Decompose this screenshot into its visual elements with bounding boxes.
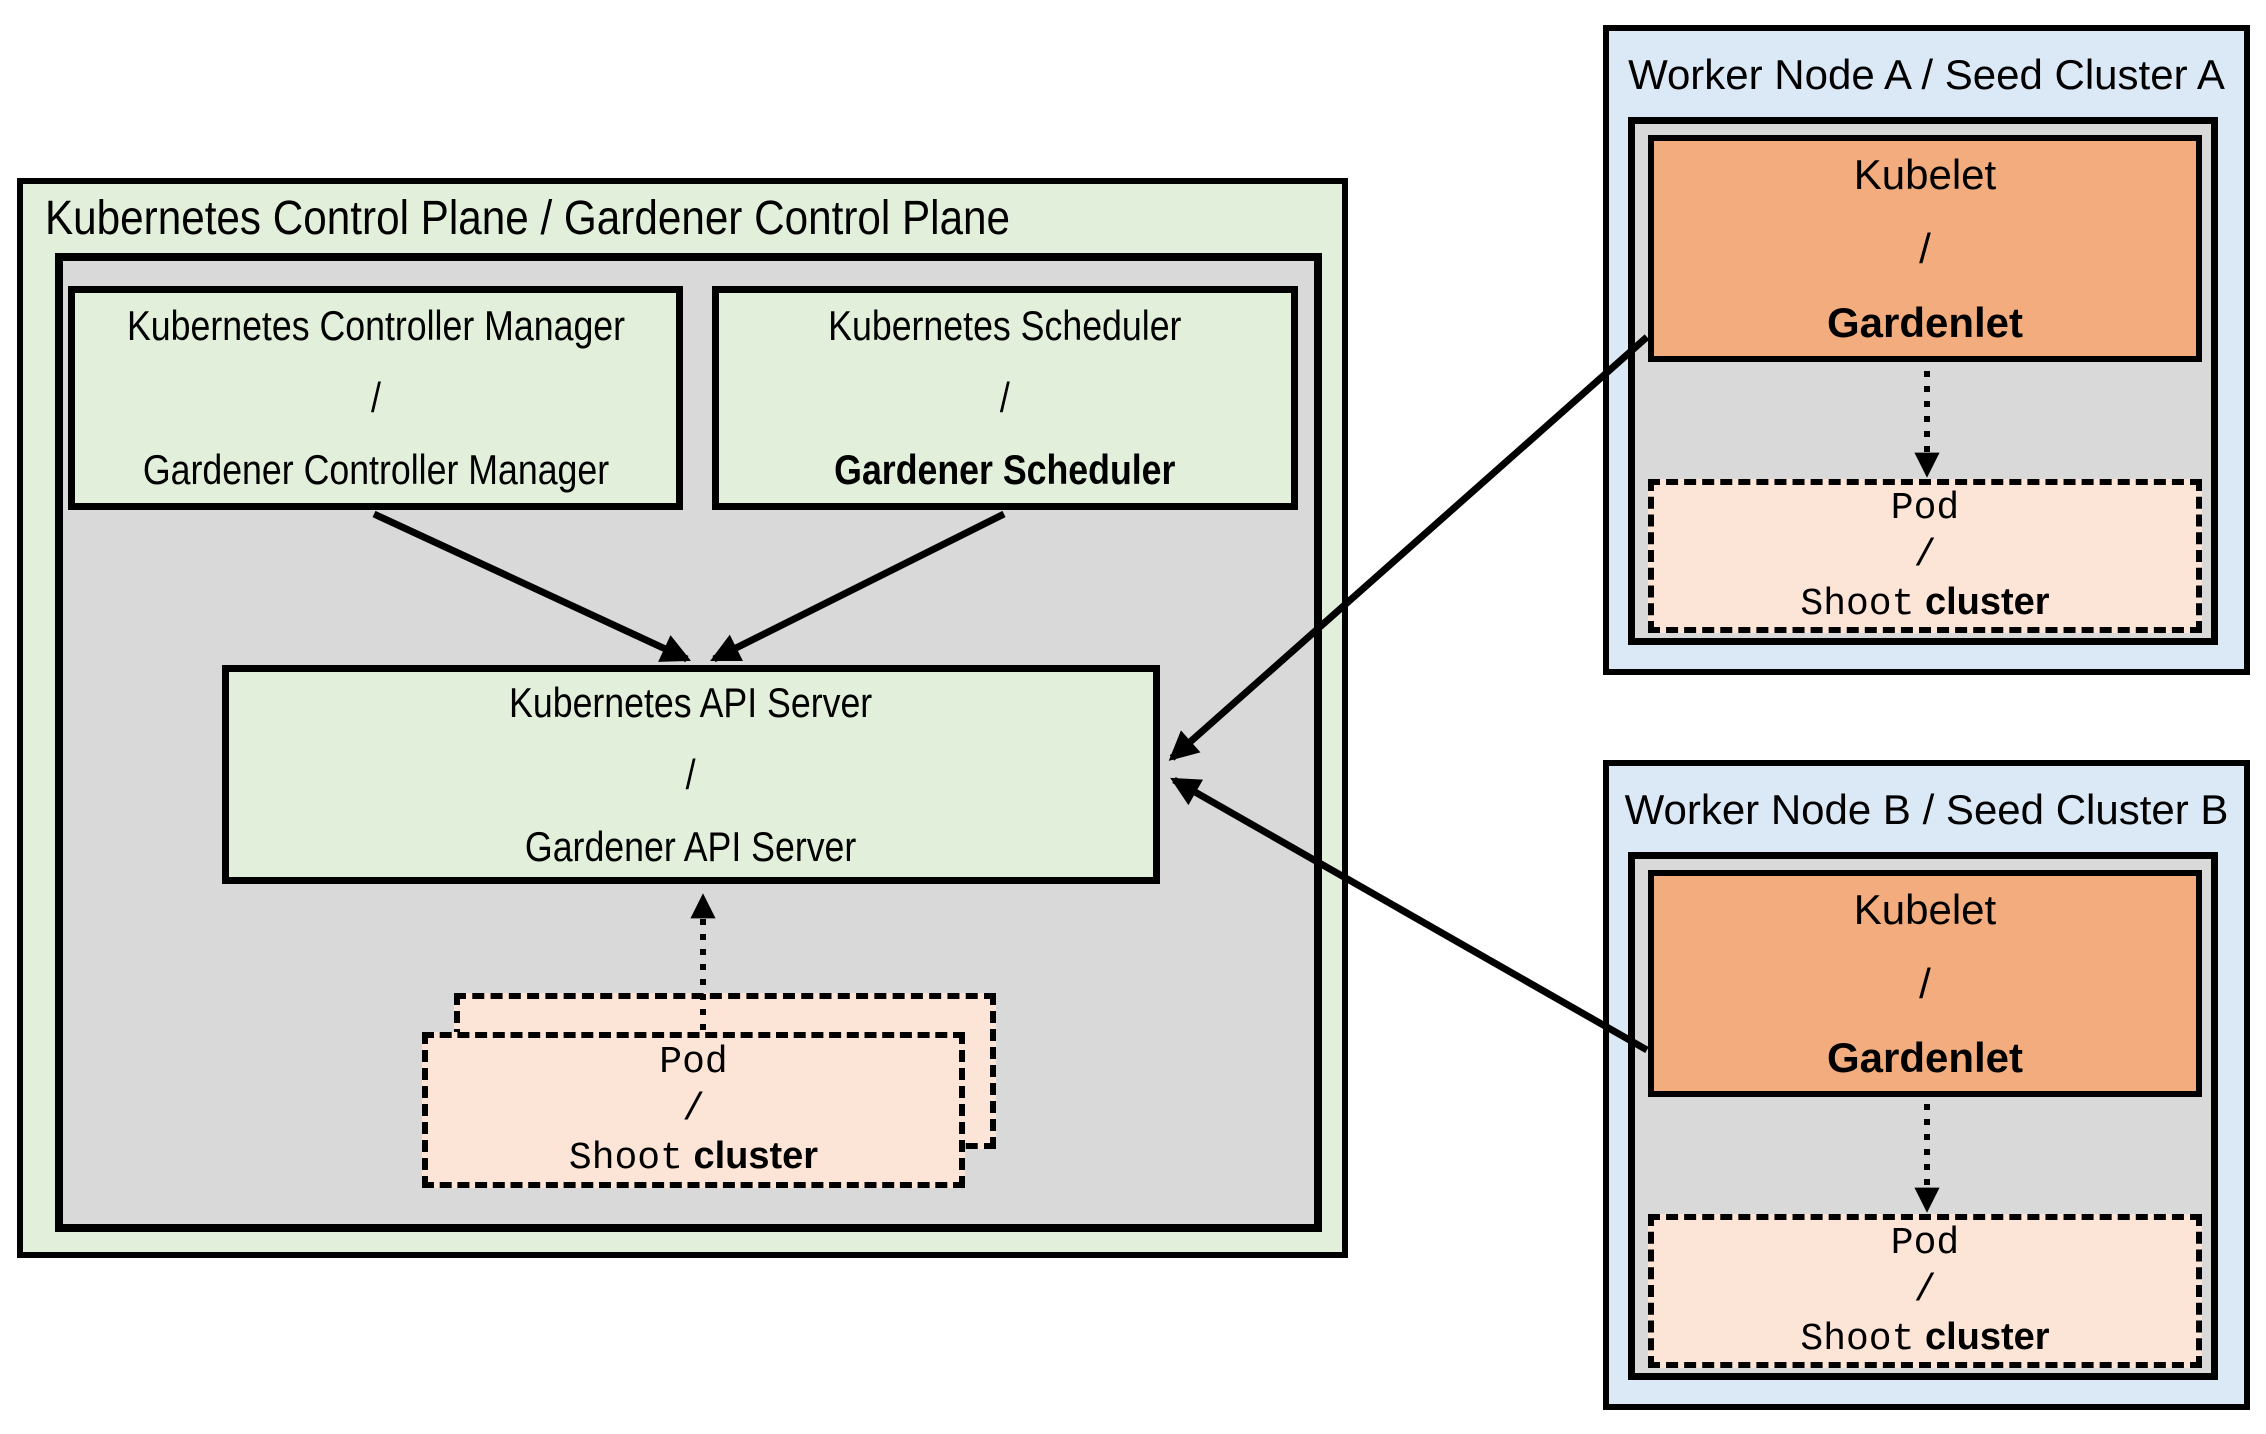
kubelet-a-line2: Gardenlet xyxy=(1826,298,2024,346)
api-server-line1: Kubernetes API Server xyxy=(509,678,873,726)
pod-a-line2: Shoot cluster xyxy=(1800,579,2049,628)
pod-a-line2-cluster: cluster xyxy=(1924,580,2050,623)
worker-node-a-box: Worker Node A / Seed Cluster A Kubelet /… xyxy=(1603,25,2250,675)
worker-node-a-inner-box: Kubelet / Gardenlet Pod / Shoot cluster xyxy=(1628,117,2218,645)
control-plane-inner-box: Kubernetes Controller Manager / Gardener… xyxy=(55,253,1322,1232)
scheduler-separator: / xyxy=(1000,374,1010,421)
pod-b-separator: / xyxy=(1913,1268,1937,1312)
control-plane-title: Kubernetes Control Plane / Gardener Cont… xyxy=(45,192,1011,245)
pod-line2-shoot: Shoot xyxy=(568,1136,683,1180)
worker-node-b-box: Worker Node B / Seed Cluster B Kubelet /… xyxy=(1603,760,2250,1410)
kubelet-a-line1: Kubelet xyxy=(1853,150,1997,198)
controller-manager-line1: Kubernetes Controller Manager xyxy=(126,302,625,349)
pod-line2-cluster: cluster xyxy=(693,1134,819,1177)
kubelet-b-box: Kubelet / Gardenlet xyxy=(1648,870,2202,1097)
worker-node-b-inner-box: Kubelet / Gardenlet Pod / Shoot cluster xyxy=(1628,852,2218,1380)
worker-node-b-title: Worker Node B / Seed Cluster B xyxy=(1624,786,2229,833)
api-server-box: Kubernetes API Server / Gardener API Ser… xyxy=(222,665,1160,884)
kubelet-b-separator: / xyxy=(1919,959,1931,1007)
scheduler-line1: Kubernetes Scheduler xyxy=(828,302,1182,349)
scheduler-box: Kubernetes Scheduler / Gardener Schedule… xyxy=(712,286,1298,510)
pod-a-separator: / xyxy=(1913,533,1937,577)
kubelet-b-line2: Gardenlet xyxy=(1826,1033,2024,1081)
api-server-line2: Gardener API Server xyxy=(525,822,857,870)
pod-b-line1: Pod xyxy=(1890,1221,1960,1265)
pod-a-line2-shoot: Shoot xyxy=(1800,582,1915,626)
pod-a-box: Pod / Shoot cluster xyxy=(1648,479,2202,633)
controller-manager-line2: Gardener Controller Manager xyxy=(142,446,609,493)
pod-a-line1: Pod xyxy=(1890,486,1960,530)
pod-b-line2-cluster: cluster xyxy=(1924,1315,2050,1358)
controller-manager-separator: / xyxy=(370,374,381,421)
pod-line2: Shoot cluster xyxy=(569,1133,818,1182)
pod-separator: / xyxy=(682,1087,705,1131)
scheduler-line2: Gardener Scheduler xyxy=(834,446,1176,493)
kubelet-a-separator: / xyxy=(1919,224,1931,272)
control-plane-box: Kubernetes Control Plane / Gardener Cont… xyxy=(17,178,1348,1258)
controller-manager-box: Kubernetes Controller Manager / Gardener… xyxy=(68,286,683,510)
pod-box-front: Pod / Shoot cluster xyxy=(422,1032,965,1188)
pod-line1: Pod xyxy=(659,1040,728,1084)
kubelet-a-box: Kubelet / Gardenlet xyxy=(1648,135,2202,362)
pod-b-box: Pod / Shoot cluster xyxy=(1648,1214,2202,1368)
kubelet-b-line1: Kubelet xyxy=(1853,885,1997,933)
worker-node-a-title: Worker Node A / Seed Cluster A xyxy=(1628,51,2225,98)
api-server-separator: / xyxy=(686,750,696,798)
pod-b-line2: Shoot cluster xyxy=(1800,1314,2049,1363)
pod-b-line2-shoot: Shoot xyxy=(1800,1317,1915,1361)
